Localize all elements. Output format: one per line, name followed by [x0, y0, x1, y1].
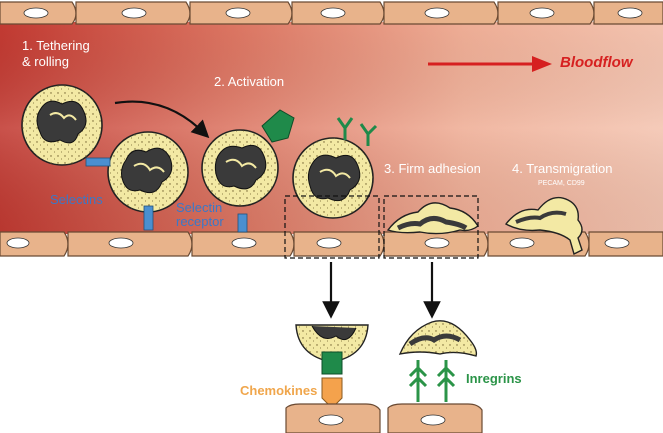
rolling-motion-arrow	[114, 100, 210, 139]
top-endothelium	[0, 1, 663, 25]
label-rolling: & rolling	[22, 54, 69, 69]
label-tethering: 1. Tethering	[22, 38, 90, 53]
leukocyte-arresting	[292, 137, 374, 219]
label-selectin: Selectin	[176, 200, 223, 215]
label-inregrins: Inregrins	[466, 371, 522, 386]
selectin-molecules	[85, 157, 248, 233]
label-bloodflow: Bloodflow	[560, 54, 633, 71]
leukocyte-transmigration	[504, 196, 583, 256]
integrin-y-receptors	[336, 117, 378, 146]
zoom-box-chemokines	[284, 195, 380, 259]
label-activation: 2. Activation	[214, 74, 285, 89]
leukocyte-rolling	[107, 131, 189, 213]
label-receptor: receptor	[176, 214, 224, 229]
zoom-box-integrins	[383, 195, 479, 259]
label-selectins: Selectins	[50, 192, 103, 207]
label-pecam: PECAM, CD99	[538, 180, 585, 187]
top-nuclei	[23, 7, 643, 19]
label-firm-adhesion: 3. Firm adhesion	[384, 161, 481, 176]
chemokine-detail	[285, 324, 381, 433]
leukocyte-tethering	[21, 84, 103, 166]
bloodflow-arrow	[428, 56, 552, 72]
integrin-detail	[387, 320, 483, 433]
label-transmigration: 4. Transmigration	[512, 161, 613, 176]
leukocyte-activation	[201, 109, 295, 207]
label-chemokines: Chemokines	[240, 383, 318, 398]
bottom-nuclei	[6, 237, 630, 249]
